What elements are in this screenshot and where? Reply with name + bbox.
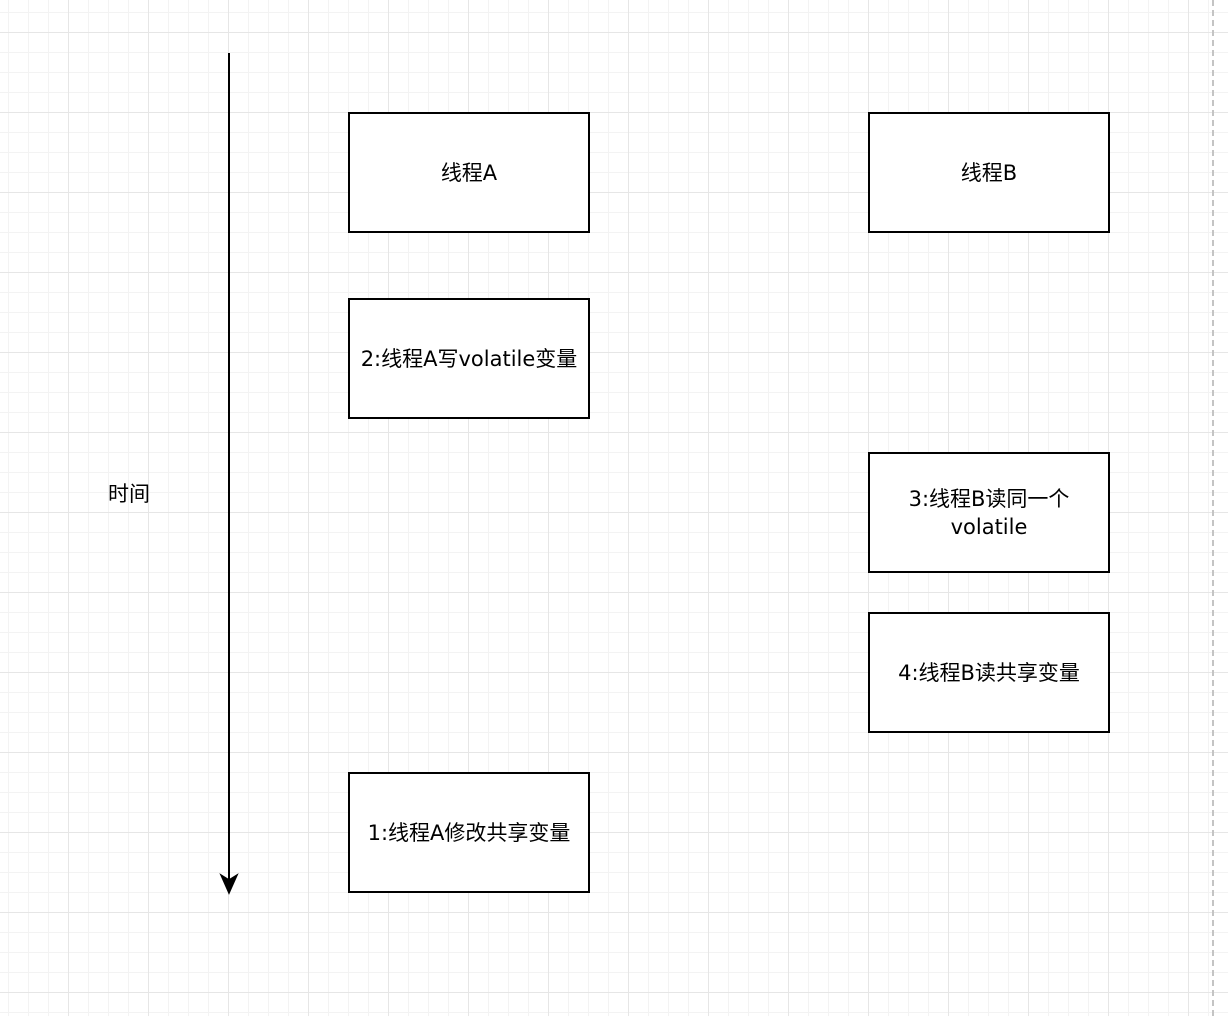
- thread-a-box[interactable]: 线程A: [348, 112, 590, 233]
- step4-label: 4:线程B读共享变量: [898, 660, 1080, 685]
- page-boundary: [1212, 0, 1214, 1016]
- thread-b-box[interactable]: 线程B: [868, 112, 1110, 233]
- step3-label: 3:线程B读同一个volatile: [908, 486, 1070, 539]
- step2-write-volatile-box[interactable]: 2:线程A写volatile变量: [348, 298, 590, 419]
- thread-b-label: 线程B: [960, 160, 1018, 185]
- step1-modify-shared-box[interactable]: 1:线程A修改共享变量: [348, 772, 590, 893]
- step4-read-shared-box[interactable]: 4:线程B读共享变量: [868, 612, 1110, 733]
- timeline-label: 时间: [108, 482, 150, 506]
- step1-label: 1:线程A修改共享变量: [367, 820, 571, 845]
- step2-label: 2:线程A写volatile变量: [360, 346, 578, 371]
- step3-read-volatile-box[interactable]: 3:线程B读同一个volatile: [868, 452, 1110, 573]
- thread-a-label: 线程A: [440, 160, 498, 185]
- timeline-arrowhead: [219, 873, 239, 895]
